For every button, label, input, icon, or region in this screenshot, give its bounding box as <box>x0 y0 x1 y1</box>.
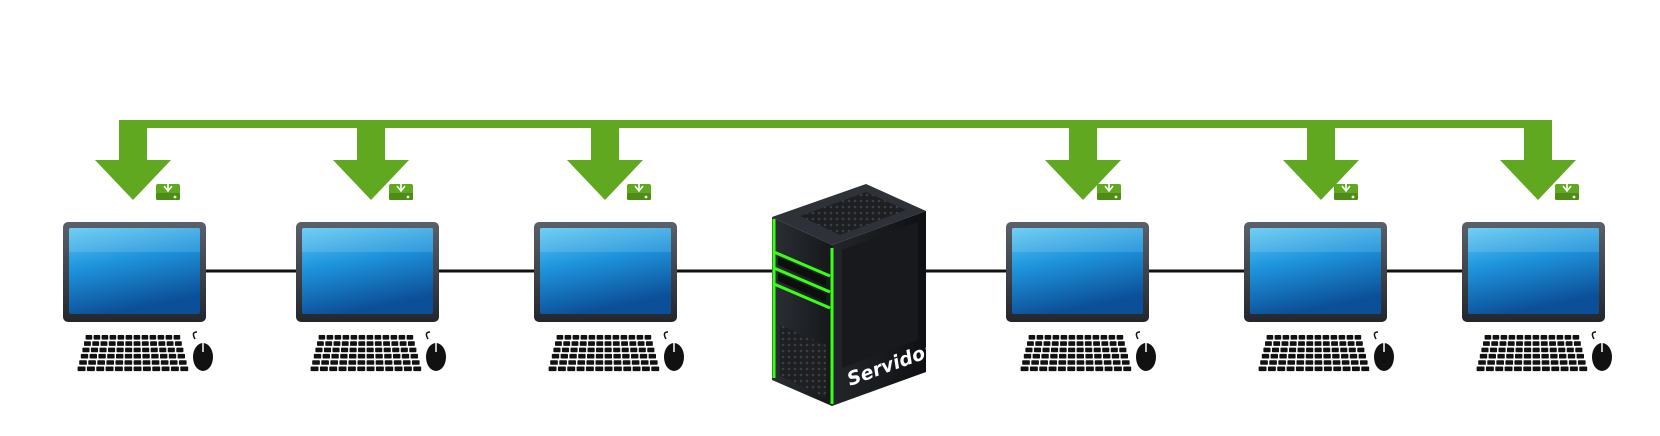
download-drive-icon <box>1555 178 1579 200</box>
client-computer-1 <box>63 222 213 372</box>
monitor-icon <box>1462 222 1605 322</box>
down-arrow-1 <box>95 120 171 200</box>
mouse-icon <box>192 331 213 371</box>
download-drive-icon <box>1097 178 1121 200</box>
keyboard-icon <box>75 333 191 372</box>
distribution-bus <box>119 120 1552 128</box>
keyboard-icon <box>1018 333 1134 372</box>
monitor-icon <box>63 222 206 322</box>
server-accent-lights <box>772 219 834 404</box>
down-arrow-6 <box>1500 120 1576 200</box>
distribution-arrows <box>95 120 1576 200</box>
download-drive-icon <box>1334 178 1358 200</box>
down-arrow-5 <box>1283 120 1359 200</box>
monitor-icon <box>1244 222 1387 322</box>
down-arrow-4 <box>1045 120 1121 200</box>
monitor-icon <box>534 222 677 322</box>
mouse-icon <box>1135 331 1156 371</box>
client-computer-2 <box>296 222 446 372</box>
client-computer-5 <box>1244 222 1394 372</box>
keyboard-icon <box>1256 333 1372 372</box>
monitor-icon <box>1006 222 1149 322</box>
monitor-icon <box>296 222 439 322</box>
mouse-icon <box>1373 331 1394 371</box>
down-arrow-3 <box>567 120 643 200</box>
download-drive-icon <box>156 178 180 200</box>
down-arrow-2 <box>333 120 409 200</box>
download-drive-icon <box>389 178 413 200</box>
download-drive-icon <box>627 178 651 200</box>
keyboard-icon <box>1474 333 1590 372</box>
keyboard-icon <box>308 333 424 372</box>
keyboard-icon <box>546 333 662 372</box>
client-computer-6 <box>1462 222 1612 372</box>
mouse-icon <box>1591 331 1612 371</box>
mouse-icon <box>425 331 446 371</box>
server-tower: Servidor <box>772 184 939 406</box>
client-computer-3 <box>534 222 684 372</box>
client-computer-4 <box>1006 222 1156 372</box>
mouse-icon <box>663 331 684 371</box>
